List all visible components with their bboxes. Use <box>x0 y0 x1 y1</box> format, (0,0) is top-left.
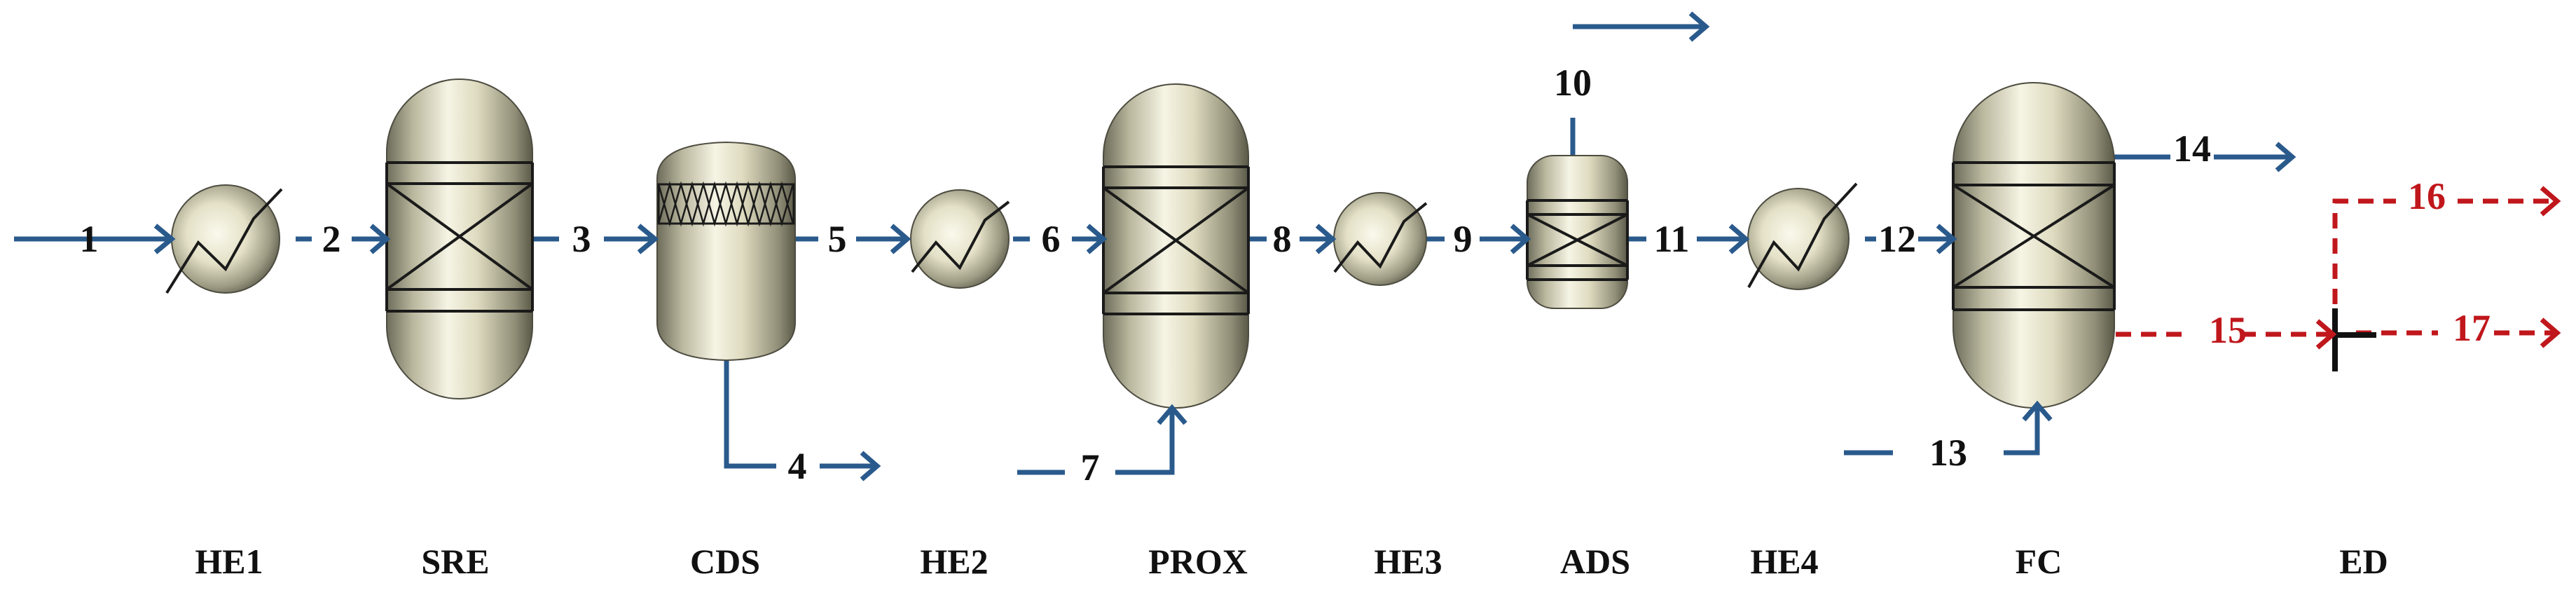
stream-17-label: 17 <box>2453 307 2491 349</box>
unit-label-he1: HE1 <box>195 542 263 581</box>
stream-13-label: 13 <box>1929 432 1967 474</box>
stream-16-line <box>2332 198 2556 329</box>
stream-labels: 1 2 3 4 5 6 7 8 9 10 11 12 13 14 15 16 1… <box>80 62 2491 488</box>
he2-heat-exchanger-icon <box>910 189 1010 289</box>
stream-12-label: 12 <box>1878 218 1916 260</box>
stream-8-label: 8 <box>1273 218 1292 260</box>
unit-label-prox: PROX <box>1148 542 1248 581</box>
arrow-into-fc <box>1936 224 1957 254</box>
unit-label-he3: HE3 <box>1374 542 1442 581</box>
stream-1-label: 1 <box>80 218 99 260</box>
arrow-stream-14-out <box>2275 142 2296 172</box>
stream-13-line <box>1844 404 2040 456</box>
he4-heat-exchanger-icon <box>1747 182 1858 290</box>
unit-label-ads: ADS <box>1560 542 1630 581</box>
stream-7-label: 7 <box>1081 446 1100 488</box>
arrow-into-sre <box>369 224 391 254</box>
arrow-stream-15-into-ed <box>2315 319 2337 350</box>
stream-7-line <box>1017 408 1175 475</box>
stream-14-label: 14 <box>2173 128 2211 170</box>
stream-2-label: 2 <box>322 218 341 260</box>
arrow-stream-7-into-prox <box>1157 404 1187 425</box>
arrow-into-ads <box>1510 224 1531 254</box>
arrow-into-he1 <box>153 224 176 254</box>
unit-label-sre: SRE <box>421 542 489 581</box>
unit-label-fc: FC <box>2016 542 2062 581</box>
stream-11-label: 11 <box>1653 218 1689 260</box>
stream-10-line <box>1570 24 1706 156</box>
ads-reactor-icon <box>1526 155 1629 309</box>
stream-lines <box>14 24 2556 475</box>
unit-labels: HE1 SRE CDS HE2 PROX HE3 ADS HE4 FC ED <box>195 542 2388 581</box>
equipment <box>165 78 2376 409</box>
stream-10-label: 10 <box>1554 62 1592 104</box>
prox-reactor-icon <box>1102 83 1250 409</box>
arrow-stream-16-out <box>2540 186 2561 217</box>
arrow-into-he3 <box>1315 224 1337 254</box>
fc-reactor-icon <box>1952 82 2116 409</box>
stream-16-label: 16 <box>2408 175 2446 217</box>
stream-9-label: 9 <box>1454 218 1473 260</box>
stream-3-label: 3 <box>572 218 591 260</box>
arrow-stream-10-out <box>1688 11 1710 42</box>
stream-15-label: 15 <box>2209 309 2247 351</box>
stream-5-label: 5 <box>828 218 847 260</box>
arrow-into-he2 <box>890 224 911 254</box>
unit-label-he2: HE2 <box>920 542 988 581</box>
stream-4-label: 4 <box>788 445 807 487</box>
arrow-into-cds <box>637 224 659 254</box>
arrow-stream-4-out <box>860 451 881 481</box>
stream-6-label: 6 <box>1042 218 1061 260</box>
arrow-stream-13-into-fc <box>2022 400 2053 422</box>
stream-4-line <box>724 349 877 469</box>
sre-reactor-icon <box>385 78 534 399</box>
unit-label-cds: CDS <box>690 542 760 581</box>
arrow-into-prox <box>1086 224 1108 254</box>
arrow-into-he4 <box>1728 224 1750 254</box>
ed-splitter-icon <box>2332 308 2376 371</box>
arrow-stream-17-out <box>2540 317 2561 348</box>
unit-label-he4: HE4 <box>1750 542 1818 581</box>
he3-heat-exchanger-icon <box>1333 192 1428 286</box>
cds-column-icon <box>656 141 796 362</box>
he1-heat-exchanger-icon <box>165 184 283 294</box>
arrowheads <box>153 11 2561 481</box>
unit-label-ed: ED <box>2339 542 2388 581</box>
